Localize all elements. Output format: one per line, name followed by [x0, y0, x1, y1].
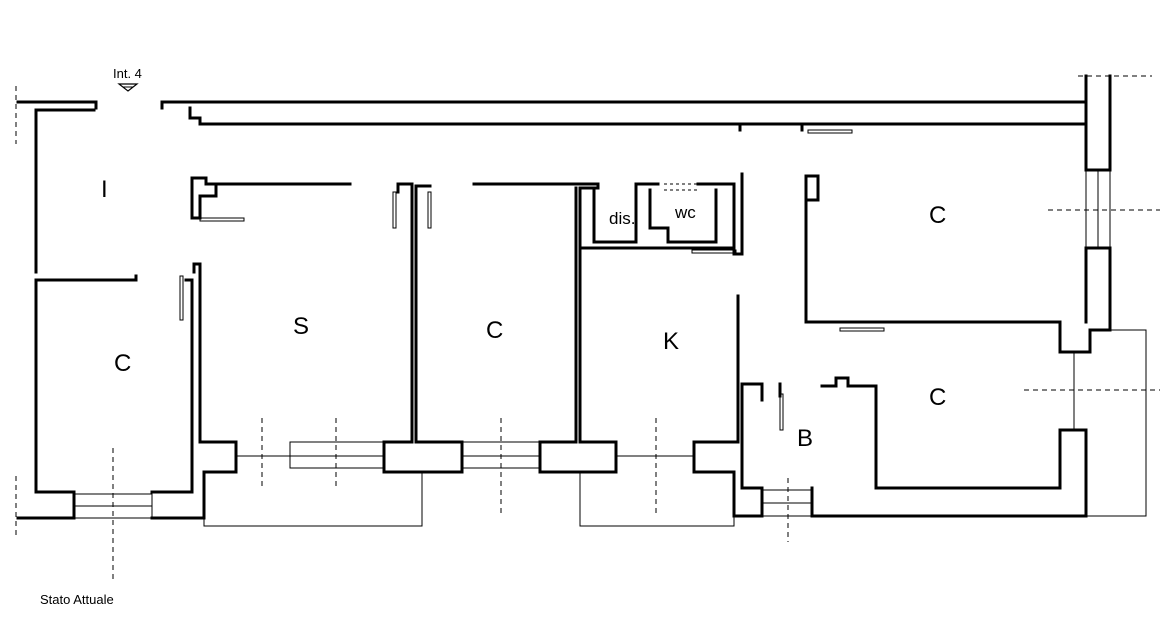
room-label-ingresso: I: [101, 176, 108, 203]
room-labels: I C S C K dis. wc C B C: [101, 176, 946, 452]
room-label-camera-left: C: [114, 350, 131, 377]
room-label-wc: wc: [674, 203, 696, 222]
room-label-bagno: B: [797, 425, 813, 452]
section-lines: [15, 75, 1160, 580]
room-label-camera-center: C: [486, 317, 503, 344]
plan-caption: Stato Attuale: [40, 592, 114, 607]
entrance-marker: Int. 4: [113, 66, 142, 92]
outer-walls: [16, 74, 1112, 520]
room-label-disimpegno: dis.: [609, 209, 635, 228]
windows-and-balconies: [73, 129, 1147, 527]
room-label-camera-bottom-right: C: [929, 384, 946, 411]
room-label-camera-top-right: C: [929, 202, 946, 229]
room-label-cucina: K: [663, 328, 679, 355]
room-label-soggiorno: S: [293, 313, 309, 340]
entrance-label: Int. 4: [113, 66, 142, 81]
